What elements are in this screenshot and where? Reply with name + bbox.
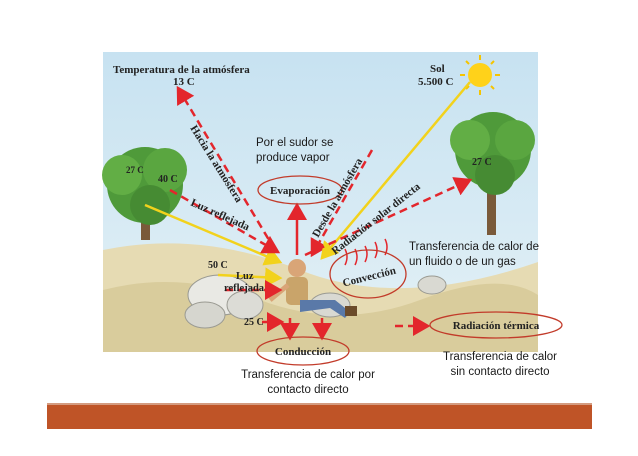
sun-temp: 5.500 C [418,76,454,88]
note-conveccion: Transferencia de calor de un fluido o de… [409,240,539,270]
label-conduccion: Conducción [275,346,331,358]
note-conduccion-line2: contacto directo [267,384,349,396]
arrow-from-atmosphere [310,149,374,258]
note-conveccion-line1: Transferencia de calor de [409,241,539,253]
note-radiacion-line2: sin contacto directo [450,366,550,378]
arrow-reflected-light-tree [144,203,283,266]
arrow-label-luz-low-2: reflejada [224,283,265,294]
note-sudor: Por el sudor se produce vapor [256,136,333,166]
convection-ellipse [329,249,407,299]
arrow-to-atmosphere [176,85,277,251]
label-evaporacion: Evaporación [270,185,330,197]
note-sudor-line1: Por el sudor se [256,137,334,149]
arrow-reflected-light-rock [217,267,283,288]
tree-left-temp: 40 C [158,174,178,185]
sun-label: Sol [430,63,445,75]
note-radiacion: Transferencia de calor sin contacto dire… [420,350,580,380]
tree-right-temp: 27 C [472,157,492,168]
arrow-direct-sunlight [320,81,471,260]
note-conduccion: Transferencia de calor por contacto dire… [228,368,388,398]
tree-left-temp-small: 27 C [126,165,144,175]
sitting-person [268,259,357,318]
atmosphere-temp-value: 13 C [173,76,195,88]
arrow-to-tree-radiation [304,177,473,257]
note-radiacion-line1: Transferencia de calor [443,351,557,363]
footer-bar [47,405,592,429]
sun-icon [460,55,500,95]
atmosphere-temp-label: Temperatura de la atmósfera [113,64,250,76]
evaporation-ellipse [257,175,343,205]
arrow-label-luz-low-1: Luz [236,271,254,282]
footer-bar-top-line [47,403,592,405]
conduction-ellipse [256,336,350,366]
note-conduccion-line1: Transferencia de calor por [241,369,375,381]
rock-temp: 50 C [208,260,228,271]
note-conveccion-line2: un fluido o de un gas [409,256,516,268]
arrow-tree-radiation [169,188,281,254]
left-tree [102,147,187,240]
label-radiacion-termica: Radiación térmica [453,320,540,332]
ground-temp: 25 C [244,317,264,328]
right-tree [450,112,535,235]
note-sudor-line2: produce vapor [256,152,330,164]
thermal-radiation-ellipse [429,311,563,339]
